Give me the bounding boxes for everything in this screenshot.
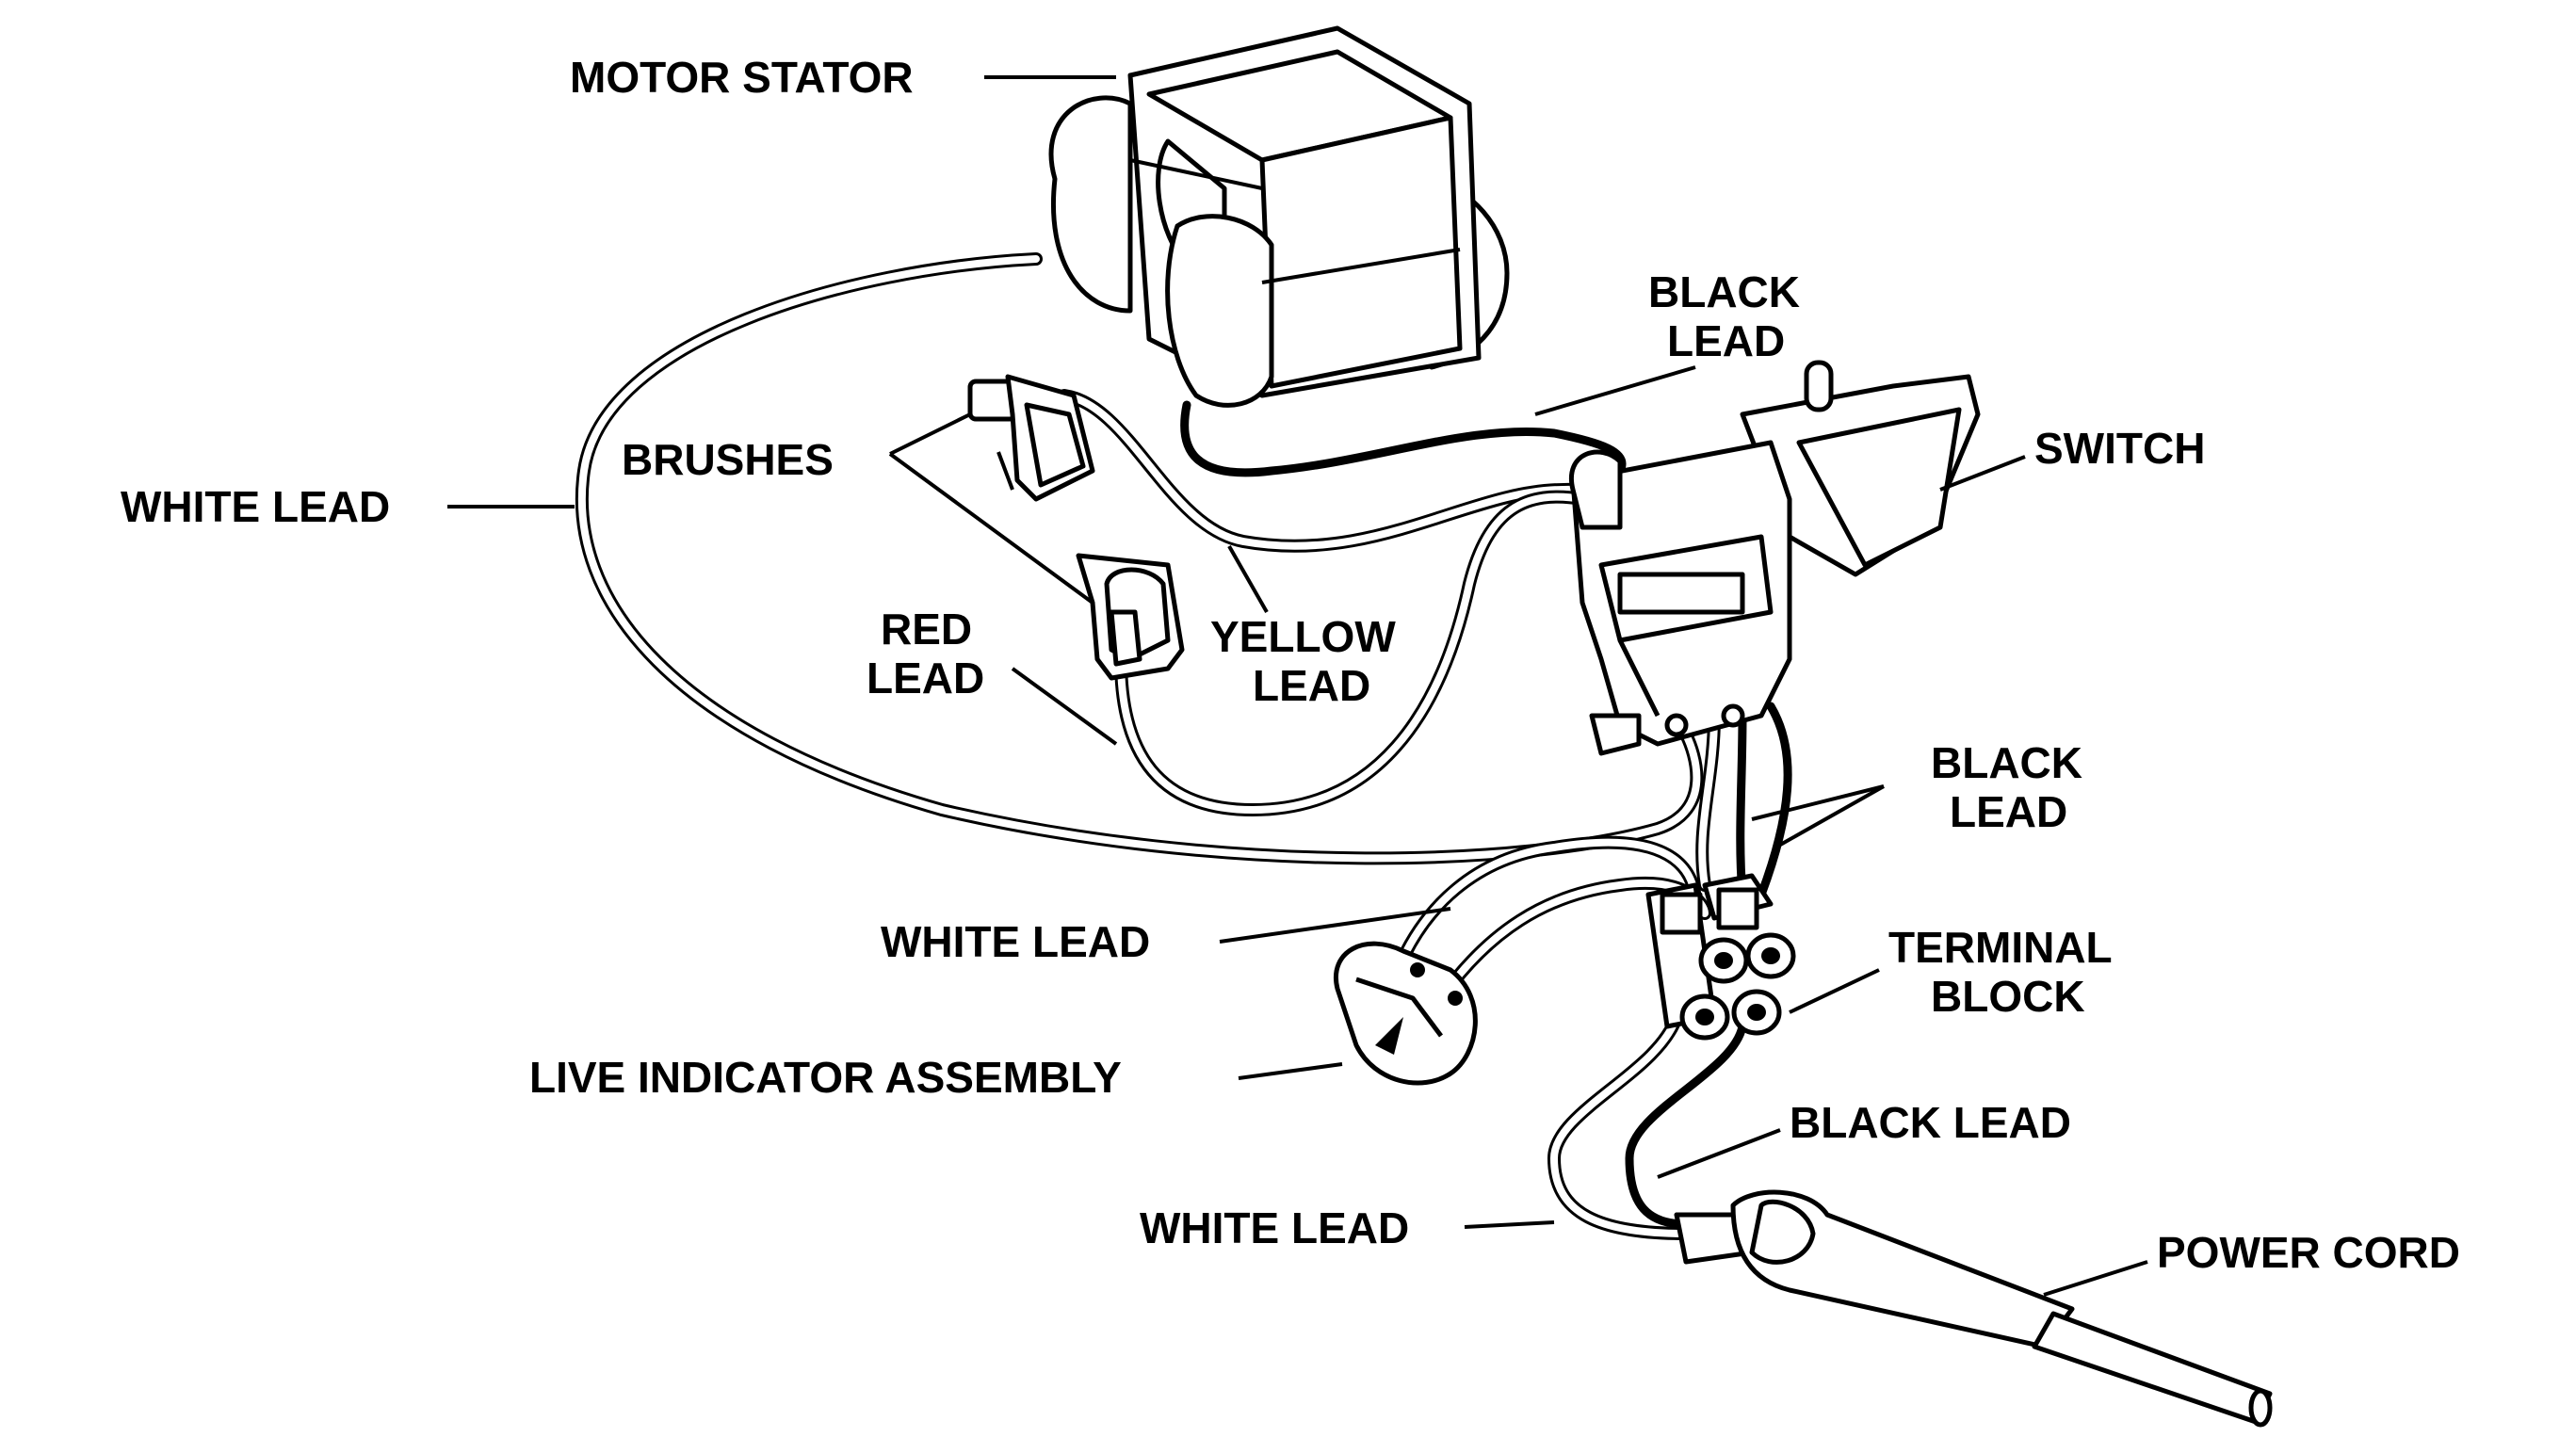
live-indicator-assembly [1334,941,1478,1086]
black-lead-switch-terminal-1 [1736,711,1747,899]
power-cord [1674,1189,2273,1428]
leader-black-lead-mid-2 [1774,784,1885,849]
leader-live-indicator [1238,1062,1343,1080]
label-black-lead-mid-2: LEAD [1950,787,2067,836]
label-black-lead-top-2: LEAD [1667,316,1785,365]
label-terminal-block-1: TERMINAL [1888,923,2113,972]
label-yellow-lead-2: LEAD [1253,661,1370,710]
label-white-lead-mid: WHITE LEAD [881,917,1150,966]
label-white-lead-low: WHITE LEAD [1140,1203,1409,1252]
black-lead-cord [1625,1022,1747,1229]
label-motor-stator: MOTOR STATOR [570,53,914,102]
leader-yellow-lead [1227,545,1269,613]
leader-black-lead-mid-1 [1751,784,1885,821]
red-lead [1114,490,1589,816]
white-lead-loop [575,252,1704,865]
leader-black-lead-top [1534,365,1696,416]
wires [575,252,1792,1240]
brush-upper [967,374,1095,502]
leader-brushes-1 [889,412,971,456]
switch [1568,360,1981,756]
leader-black-lead-low [1657,1128,1781,1179]
label-red-lead-2: LEAD [867,654,984,702]
label-white-lead-left: WHITE LEAD [121,482,390,531]
label-live-indicator: LIVE INDICATOR ASSEMBLY [529,1053,1122,1102]
motor-stator [1048,25,1510,408]
leader-switch [1939,455,2026,492]
label-yellow-lead-1: YELLOW [1210,612,1396,661]
label-brushes: BRUSHES [622,435,834,484]
brush-lower [1076,553,1185,681]
label-red-lead-1: RED [881,605,972,654]
label-switch: SWITCH [2034,424,2205,473]
leader-white-lead-low [1464,1220,1555,1229]
black-lead-stator-switch [1180,400,1627,477]
terminal-block [1645,873,1796,1041]
label-black-lead-top-1: BLACK [1648,267,1800,316]
white-lead-cord [1547,1010,1693,1240]
leader-white-lead-mid [1219,907,1451,944]
leader-brushes-2 [888,452,1094,605]
leader-red-lead [1011,667,1118,746]
label-terminal-block-2: BLOCK [1931,972,2085,1021]
callouts: MOTOR STATOR BLACK LEAD SWITCH BRUSHES W… [121,53,2460,1297]
label-black-lead-mid-1: BLACK [1931,738,2082,787]
white-lead-switch-terminal [1695,709,1721,892]
label-black-lead-low: BLACK LEAD [1790,1098,2071,1147]
label-power-cord: POWER CORD [2157,1228,2460,1277]
leader-terminal-block [1789,968,1880,1014]
black-lead-switch-terminal-2 [1757,702,1792,899]
leader-power-cord [2043,1260,2148,1297]
